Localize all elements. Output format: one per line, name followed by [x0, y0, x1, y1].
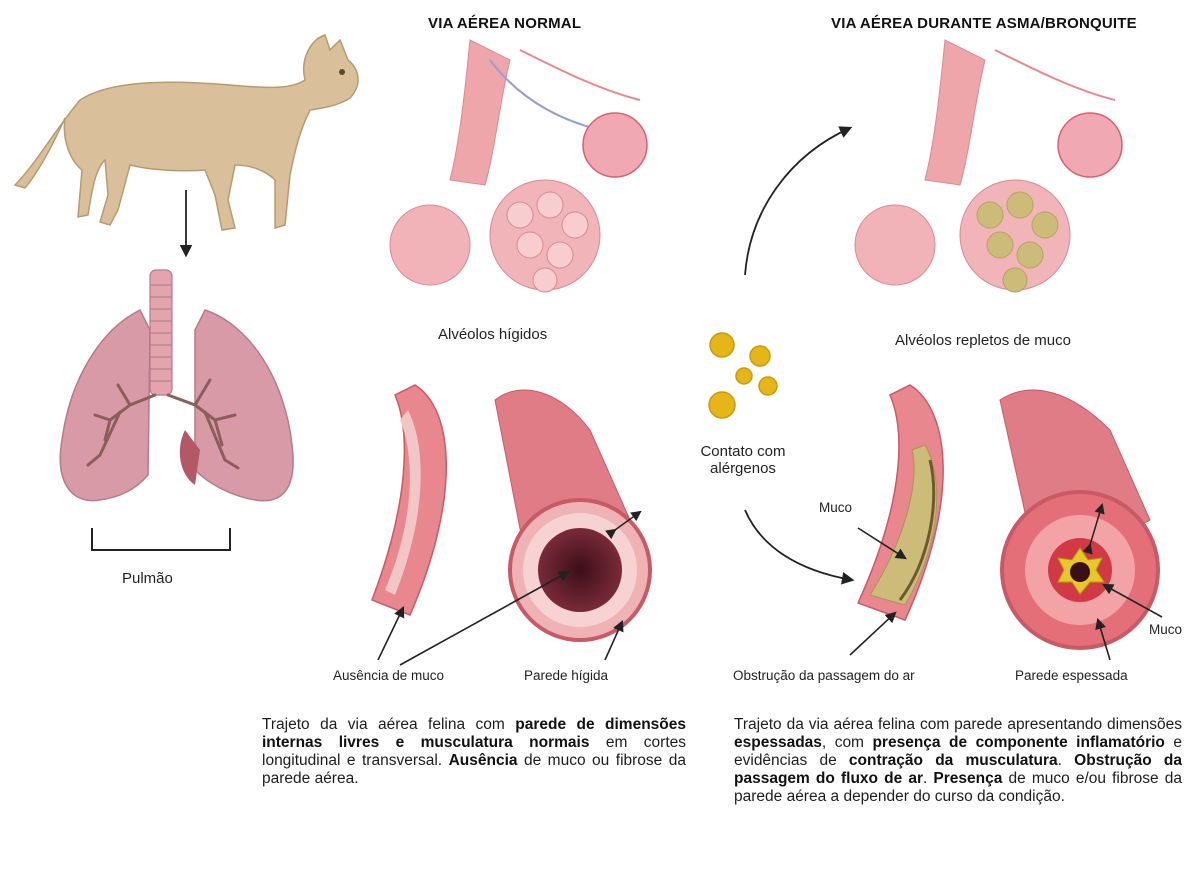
obstruction-pointer	[850, 613, 895, 655]
mucus-cross-label: Muco	[1149, 622, 1182, 637]
lung-illustration	[60, 270, 293, 501]
no-mucus-pointer	[378, 608, 403, 660]
normal-airway-cross-section	[495, 390, 650, 640]
normal-alveoli-illustration	[390, 40, 647, 292]
lung-label: Pulmão	[122, 570, 173, 587]
normal-airway-header: VIA AÉREA NORMAL	[428, 15, 581, 32]
allergen-pollen-illustration	[709, 333, 777, 418]
disease-airway-cross-section	[1000, 390, 1158, 648]
disease-airway-header: VIA AÉREA DURANTE ASMA/BRONQUITE	[831, 15, 1137, 32]
alveoli-healthy-label: Alvéolos hígidos	[438, 326, 547, 343]
normal-airway-longitudinal	[372, 385, 446, 615]
disease-airway-longitudinal	[858, 385, 943, 620]
allergen-label: Contato com alérgenos	[688, 443, 798, 477]
no-mucus-label: Ausência de muco	[333, 668, 444, 683]
obstruction-label: Obstrução da passagem do ar	[733, 668, 915, 683]
normal-airway-description: Trajeto da via aérea felina com parede d…	[262, 716, 686, 788]
allergen-up-arrow	[745, 128, 850, 275]
disease-airway-description: Trajeto da via aérea felina com parede a…	[734, 716, 1182, 806]
allergen-down-arrow	[745, 510, 852, 580]
disease-alveoli-illustration	[855, 40, 1122, 292]
allergen-label-line2: alérgenos	[688, 460, 798, 477]
thick-wall-label: Parede espessada	[1015, 668, 1128, 683]
mucus-long-label: Muco	[819, 500, 852, 515]
healthy-wall-label: Parede hígida	[524, 668, 608, 683]
allergen-label-line1: Contato com	[688, 443, 798, 460]
alveoli-mucus-label: Alvéolos repletos de muco	[895, 332, 1071, 349]
lung-bracket	[92, 528, 230, 550]
